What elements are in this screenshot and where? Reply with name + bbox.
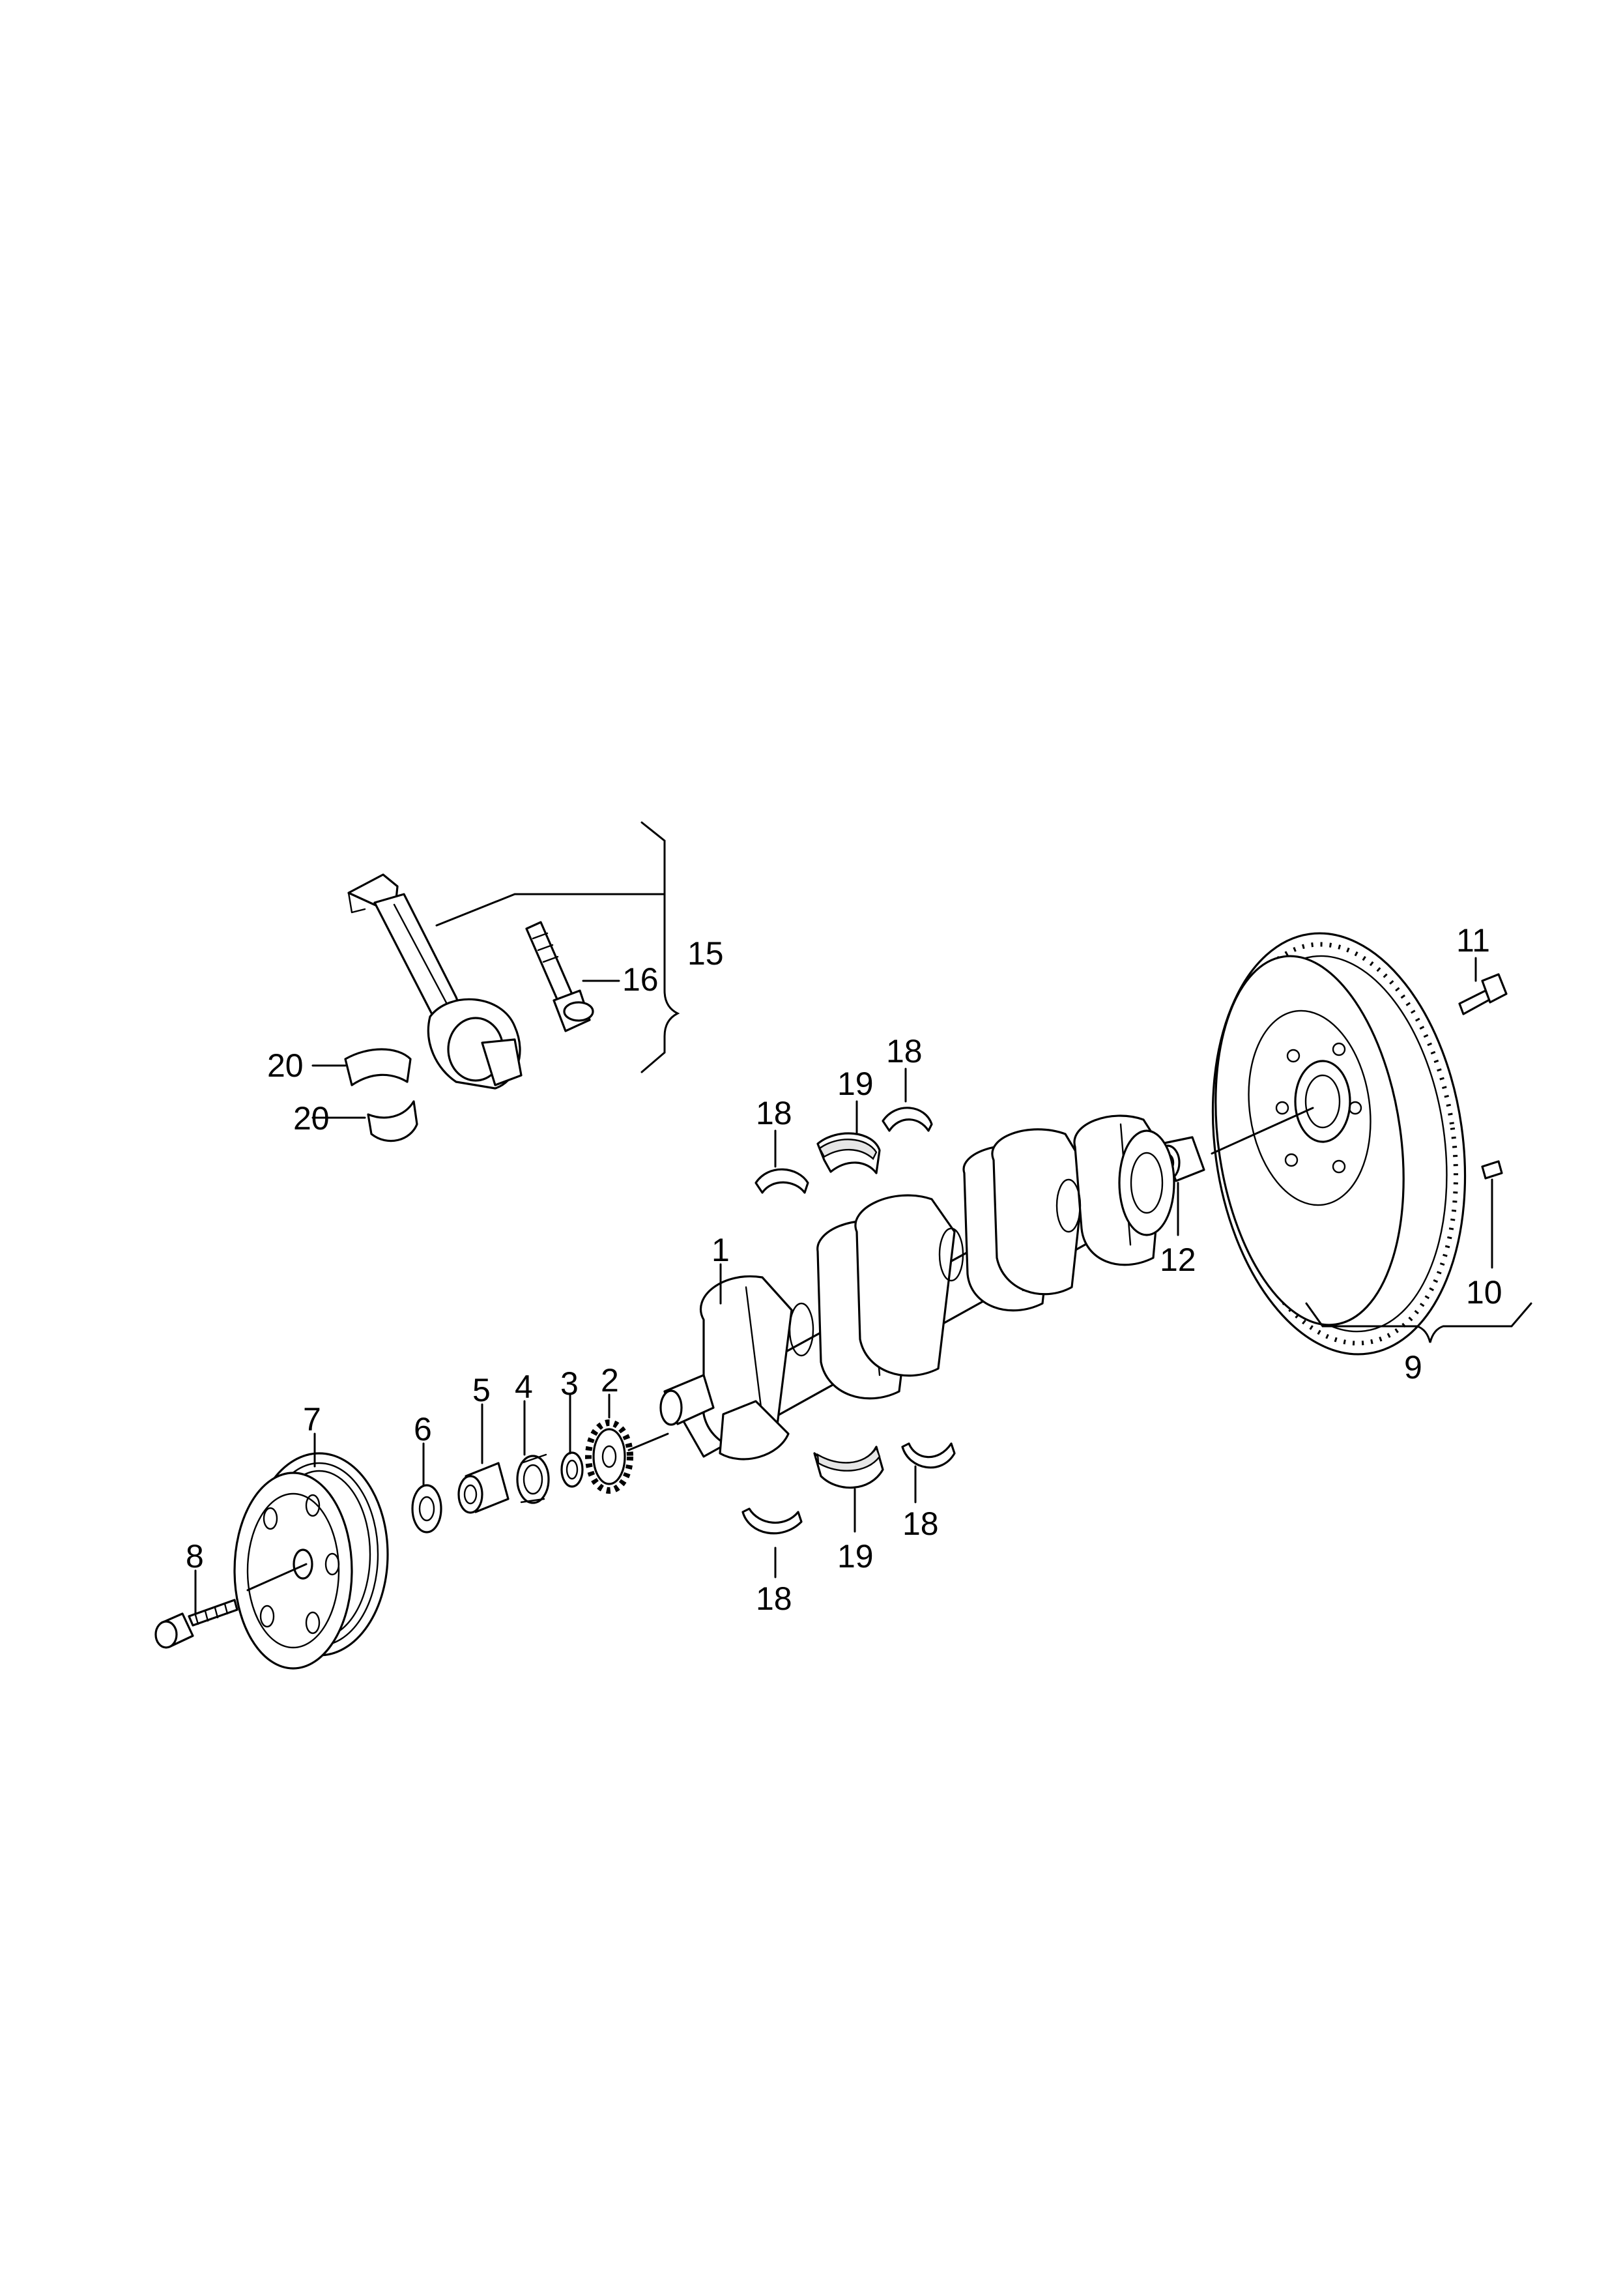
callout-2: 2 bbox=[601, 1362, 619, 1399]
main-bearing-shell-lower bbox=[813, 1446, 884, 1489]
callout-7: 7 bbox=[303, 1401, 321, 1438]
crankshaft-sprocket bbox=[585, 1419, 633, 1494]
callout-9: 9 bbox=[1404, 1349, 1422, 1386]
flywheel bbox=[1211, 932, 1467, 1356]
main-bearing-shell-upper bbox=[816, 1132, 881, 1174]
flywheel-group-bracket bbox=[1305, 1302, 1532, 1343]
callout-18-upper-right: 18 bbox=[886, 1033, 923, 1069]
connecting-rod bbox=[347, 873, 523, 1090]
callout-12: 12 bbox=[1160, 1242, 1196, 1278]
callout-18-lower-left: 18 bbox=[756, 1580, 792, 1617]
thrust-washer-upper-right bbox=[882, 1107, 933, 1132]
crankshaft bbox=[659, 1114, 1175, 1460]
callout-20-lower: 20 bbox=[293, 1100, 330, 1137]
callout-1: 1 bbox=[711, 1232, 730, 1268]
assembly-axis-line bbox=[246, 1107, 1314, 1591]
washer bbox=[411, 1484, 442, 1533]
conrod-bearing-shell-upper bbox=[344, 1048, 412, 1086]
pulley-bolt bbox=[154, 1599, 238, 1649]
vibration-damper-pulley bbox=[233, 1452, 389, 1670]
thrust-washer-upper-left bbox=[754, 1168, 809, 1194]
thrust-washer-lower-left bbox=[741, 1507, 803, 1535]
callout-20-upper: 20 bbox=[267, 1047, 304, 1084]
callout-3: 3 bbox=[560, 1365, 579, 1402]
callout-10: 10 bbox=[1466, 1274, 1502, 1311]
seal-ring bbox=[560, 1451, 584, 1488]
callout-19-lower: 19 bbox=[837, 1538, 874, 1575]
callout-18-lower-right: 18 bbox=[902, 1505, 939, 1542]
callout-18-upper-left: 18 bbox=[756, 1095, 792, 1131]
callout-5: 5 bbox=[472, 1372, 491, 1408]
callout-19-upper: 19 bbox=[837, 1066, 874, 1102]
conrod-group-bracket bbox=[435, 821, 680, 1073]
callout-6: 6 bbox=[414, 1411, 432, 1447]
spacer-sleeve bbox=[457, 1462, 510, 1514]
thrust-washer-lower-right bbox=[901, 1442, 956, 1469]
callout-4: 4 bbox=[515, 1369, 533, 1405]
dowel-pin bbox=[1481, 1160, 1503, 1180]
flywheel-bolt bbox=[1458, 973, 1508, 1015]
thrust-ring bbox=[516, 1453, 550, 1504]
conrod-bearing-shell-lower bbox=[367, 1100, 418, 1142]
conrod-bolt bbox=[525, 921, 594, 1032]
callout-labels: 1 2 3 4 5 6 7 8 9 10 11 12 15 16 18 18 1… bbox=[186, 922, 1502, 1617]
callout-15: 15 bbox=[687, 935, 724, 972]
callout-8: 8 bbox=[186, 1538, 204, 1575]
callout-16: 16 bbox=[622, 961, 659, 998]
leader-lines bbox=[194, 957, 1493, 1614]
callout-11: 11 bbox=[1456, 922, 1490, 959]
